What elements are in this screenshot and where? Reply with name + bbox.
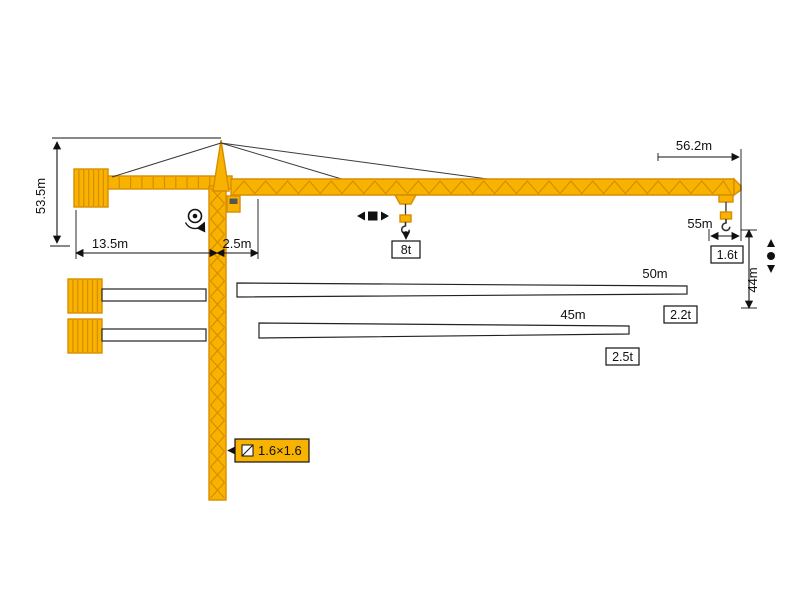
mast-section-label: 1.6×1.6 xyxy=(258,443,302,458)
slewing-icon xyxy=(184,208,206,233)
rear-offset-label: 2.5m xyxy=(223,236,252,251)
tip-radius-label: 55m xyxy=(687,216,712,231)
tower-apex xyxy=(212,139,230,192)
hook-height-label: 44m xyxy=(745,267,760,292)
tip-hook-block xyxy=(719,211,733,220)
max-capacity-box xyxy=(391,240,421,259)
counter-jib-option-row2 xyxy=(101,328,207,342)
jib-option-45m-capacity-label: 2.5t xyxy=(612,350,633,364)
max-capacity-label: 8t xyxy=(401,243,412,257)
pendant-cable-front-1 xyxy=(220,142,346,181)
jib-option-50m-bar xyxy=(236,282,688,298)
counter-jib-option-row1 xyxy=(101,288,207,302)
counterweight-row1-hatch xyxy=(72,280,98,312)
trolley-travel-icon xyxy=(357,211,389,221)
counterweight-block-row2 xyxy=(67,318,103,354)
jib-option-50m-label: 50m xyxy=(642,266,667,281)
counterweight-row2-hatch xyxy=(72,320,98,352)
max-jib-length-label: 56.2m xyxy=(676,138,712,153)
jib-option-50m-capacity-box xyxy=(663,305,698,324)
jib-option-45m-bar xyxy=(258,322,630,339)
jib-option-45m-label: 45m xyxy=(560,307,585,322)
jib-option-45m-capacity-box xyxy=(605,347,640,366)
tip-capacity-box xyxy=(710,245,744,264)
counter-jib-segments xyxy=(118,177,222,188)
tower-lattice xyxy=(210,187,225,499)
counterweight-block-top xyxy=(73,168,109,208)
counterweight-hatch xyxy=(78,170,104,206)
hoisting-icon xyxy=(767,239,775,273)
tip-pulley xyxy=(718,194,734,203)
mast-section-icon-diagonal xyxy=(241,444,254,457)
pendant-cable-front-2 xyxy=(220,142,496,181)
trolley-and-hook xyxy=(393,194,418,235)
hook-block xyxy=(399,214,412,223)
tip-hook-icon xyxy=(721,219,731,232)
jib-option-50m-capacity-label: 2.2t xyxy=(670,308,691,322)
jib-tip xyxy=(733,177,742,197)
cab-window xyxy=(229,198,238,204)
total-height-label: 53.5m xyxy=(33,178,48,214)
tip-capacity-label: 1.6t xyxy=(717,248,738,262)
pendant-cable-rear xyxy=(111,142,222,178)
jib-lattice xyxy=(232,179,732,195)
counter-jib-radius-label: 13.5m xyxy=(92,236,128,251)
trolley xyxy=(393,194,418,205)
tip-pulley-and-hook xyxy=(718,194,734,232)
